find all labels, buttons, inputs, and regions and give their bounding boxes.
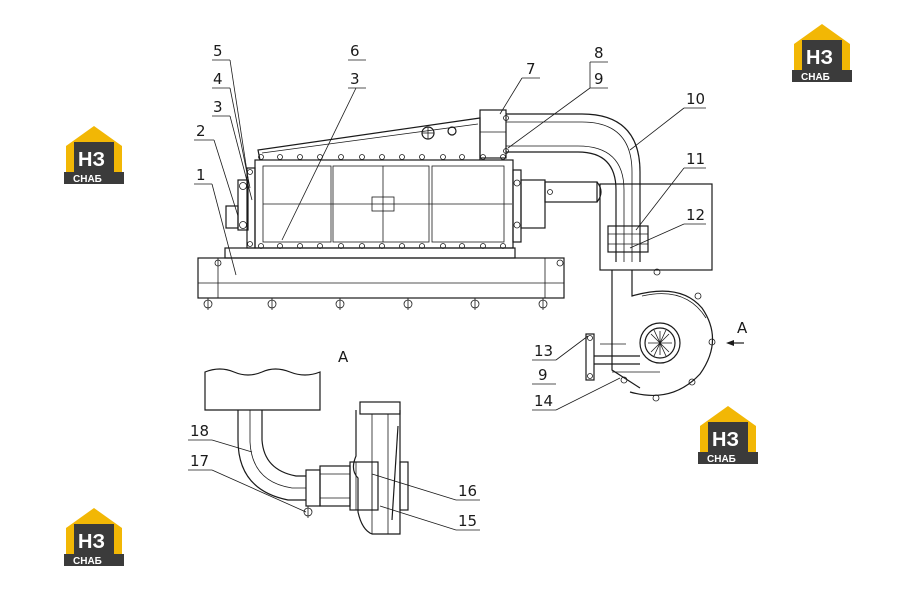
logo-subtext: СНАБ xyxy=(801,72,830,83)
base-frame xyxy=(197,247,565,310)
label-3-center: 3 xyxy=(350,70,360,88)
view-a-detail xyxy=(204,368,409,535)
watermark-logo-bottom-left: НЗ СНАБ xyxy=(64,508,124,567)
piping-system xyxy=(479,109,744,402)
label-18: 18 xyxy=(190,422,209,440)
watermark-logo-top-right: НЗ СНАБ xyxy=(792,24,852,83)
callout-leaders xyxy=(188,59,706,531)
label-6: 6 xyxy=(350,42,360,60)
label-8: 8 xyxy=(594,44,604,62)
label-12: 12 xyxy=(686,206,705,224)
label-14: 14 xyxy=(534,392,553,410)
logo-subtext: СНАБ xyxy=(73,174,102,185)
callout-labels: 5 4 3 2 1 6 3 7 8 9 10 11 12 13 9 14 18 … xyxy=(190,42,748,530)
label-10: 10 xyxy=(686,90,705,108)
label-7: 7 xyxy=(526,60,536,78)
label-2: 2 xyxy=(196,122,206,140)
logo-mark: НЗ xyxy=(712,429,739,451)
logo-subtext: СНАБ xyxy=(707,454,736,465)
view-title-a: A xyxy=(338,348,349,366)
label-9-top: 9 xyxy=(594,70,604,88)
label-9-bottom: 9 xyxy=(538,366,548,384)
label-11: 11 xyxy=(686,150,705,168)
exchanger-body xyxy=(225,117,602,249)
label-5: 5 xyxy=(213,42,223,60)
section-mark-a: A xyxy=(737,319,748,337)
logo-mark: НЗ xyxy=(78,531,105,553)
label-17: 17 xyxy=(190,452,209,470)
label-3-left: 3 xyxy=(213,98,223,116)
logo-subtext: СНАБ xyxy=(73,556,102,567)
watermark-logo-left: НЗ СНАБ xyxy=(64,126,124,185)
label-13: 13 xyxy=(534,342,553,360)
label-16: 16 xyxy=(458,482,477,500)
watermark-logo-right: НЗ СНАБ xyxy=(698,406,758,465)
logo-mark: НЗ xyxy=(78,149,105,171)
logo-mark: НЗ xyxy=(806,47,833,69)
label-4: 4 xyxy=(213,70,223,88)
label-1: 1 xyxy=(196,166,206,184)
label-15: 15 xyxy=(458,512,477,530)
